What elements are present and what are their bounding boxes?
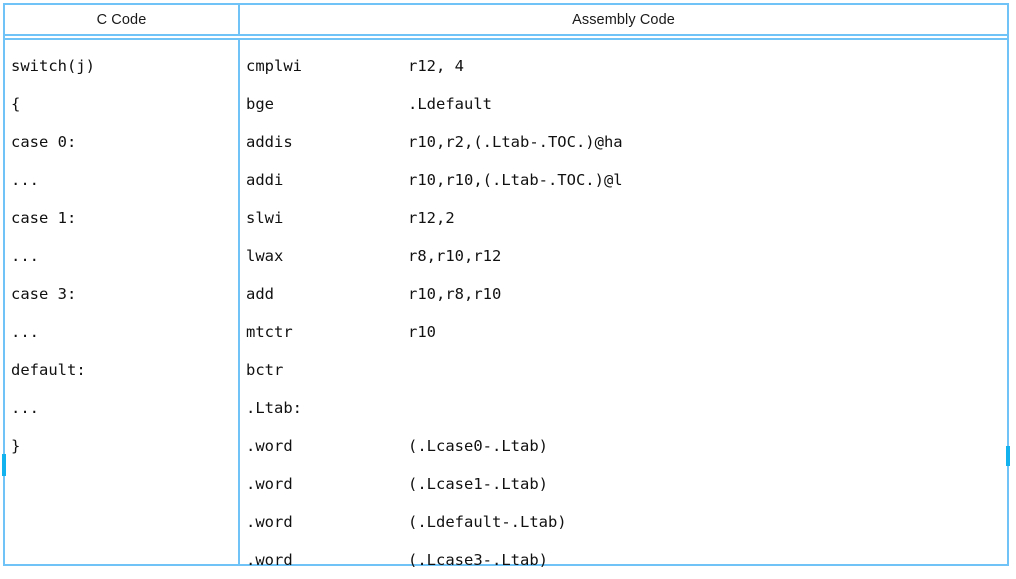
c-code-line: case 0: — [5, 123, 238, 161]
assembly-operand: r12,2 — [408, 199, 1007, 237]
c-code-line: ... — [5, 313, 238, 351]
left-edge-accent-marker — [2, 454, 6, 476]
assembly-mnemonic: mtctr — [246, 313, 408, 351]
assembly-mnemonic: bctr — [246, 351, 408, 389]
c-code-line: default: — [5, 351, 238, 389]
assembly-mnemonic: add — [246, 275, 408, 313]
assembly-code-line: bge .Ldefault — [240, 85, 1007, 123]
assembly-code-line: slwi r12,2 — [240, 199, 1007, 237]
column-header-c-code: C Code — [5, 5, 240, 34]
table-body: switch(j) { case 0: ... case 1: ... case… — [5, 40, 1007, 564]
assembly-code-line: .word (.Ldefault-.Ltab) — [240, 503, 1007, 541]
assembly-mnemonic: .word — [246, 503, 408, 541]
assembly-code-line: cmplwi r12, 4 — [240, 47, 1007, 85]
assembly-operand: r10 — [408, 313, 1007, 351]
assembly-operand: r10,r8,r10 — [408, 275, 1007, 313]
assembly-code-line: lwax r8,r10,r12 — [240, 237, 1007, 275]
right-edge-accent-marker — [1006, 446, 1010, 466]
assembly-operand — [408, 389, 1007, 427]
assembly-code-line: .word (.Lcase3-.Ltab) — [240, 541, 1007, 579]
column-header-c-code-label: C Code — [97, 12, 147, 28]
assembly-operand: (.Lcase1-.Ltab) — [408, 465, 1007, 503]
column-header-assembly-code: Assembly Code — [240, 5, 1007, 34]
assembly-code-line: addi r10,r10,(.Ltab-.TOC.)@l — [240, 161, 1007, 199]
assembly-code-line: .word (.Lcase1-.Ltab) — [240, 465, 1007, 503]
c-code-line: switch(j) — [5, 47, 238, 85]
assembly-code-line: mtctr r10 — [240, 313, 1007, 351]
assembly-mnemonic: addi — [246, 161, 408, 199]
c-code-column: switch(j) { case 0: ... case 1: ... case… — [5, 40, 240, 564]
assembly-mnemonic: addis — [246, 123, 408, 161]
assembly-mnemonic: lwax — [246, 237, 408, 275]
c-code-line: ... — [5, 389, 238, 427]
assembly-operand: (.Lcase3-.Ltab) — [408, 541, 1007, 579]
assembly-operand: .Ldefault — [408, 85, 1007, 123]
assembly-mnemonic: .word — [246, 427, 408, 465]
c-code-line: ... — [5, 237, 238, 275]
assembly-operand: r12, 4 — [408, 47, 1007, 85]
assembly-operand: (.Lcase0-.Ltab) — [408, 427, 1007, 465]
table-header-row: C Code Assembly Code — [5, 5, 1007, 36]
assembly-mnemonic: .Ltab: — [246, 389, 408, 427]
assembly-operand: r10,r10,(.Ltab-.TOC.)@l — [408, 161, 1007, 199]
code-comparison-table: C Code Assembly Code switch(j) { case 0:… — [3, 3, 1009, 566]
c-code-line: } — [5, 427, 238, 465]
assembly-code-line: .Ltab: — [240, 389, 1007, 427]
assembly-mnemonic: bge — [246, 85, 408, 123]
assembly-operand: r10,r2,(.Ltab-.TOC.)@ha — [408, 123, 1007, 161]
c-code-line: case 1: — [5, 199, 238, 237]
assembly-mnemonic: .word — [246, 541, 408, 579]
assembly-code-line: addis r10,r2,(.Ltab-.TOC.)@ha — [240, 123, 1007, 161]
column-header-assembly-code-label: Assembly Code — [572, 12, 675, 28]
assembly-code-line: .word (.Lcase0-.Ltab) — [240, 427, 1007, 465]
assembly-operand: (.Ldefault-.Ltab) — [408, 503, 1007, 541]
c-code-line: ... — [5, 161, 238, 199]
assembly-code-column: cmplwi r12, 4 bge .Ldefault addis r10,r2… — [240, 40, 1007, 564]
assembly-mnemonic: slwi — [246, 199, 408, 237]
assembly-code-line: add r10,r8,r10 — [240, 275, 1007, 313]
assembly-code-line: bctr — [240, 351, 1007, 389]
assembly-operand: r8,r10,r12 — [408, 237, 1007, 275]
assembly-mnemonic: .word — [246, 465, 408, 503]
assembly-operand — [408, 351, 1007, 389]
c-code-line: { — [5, 85, 238, 123]
assembly-mnemonic: cmplwi — [246, 47, 408, 85]
c-code-line: case 3: — [5, 275, 238, 313]
